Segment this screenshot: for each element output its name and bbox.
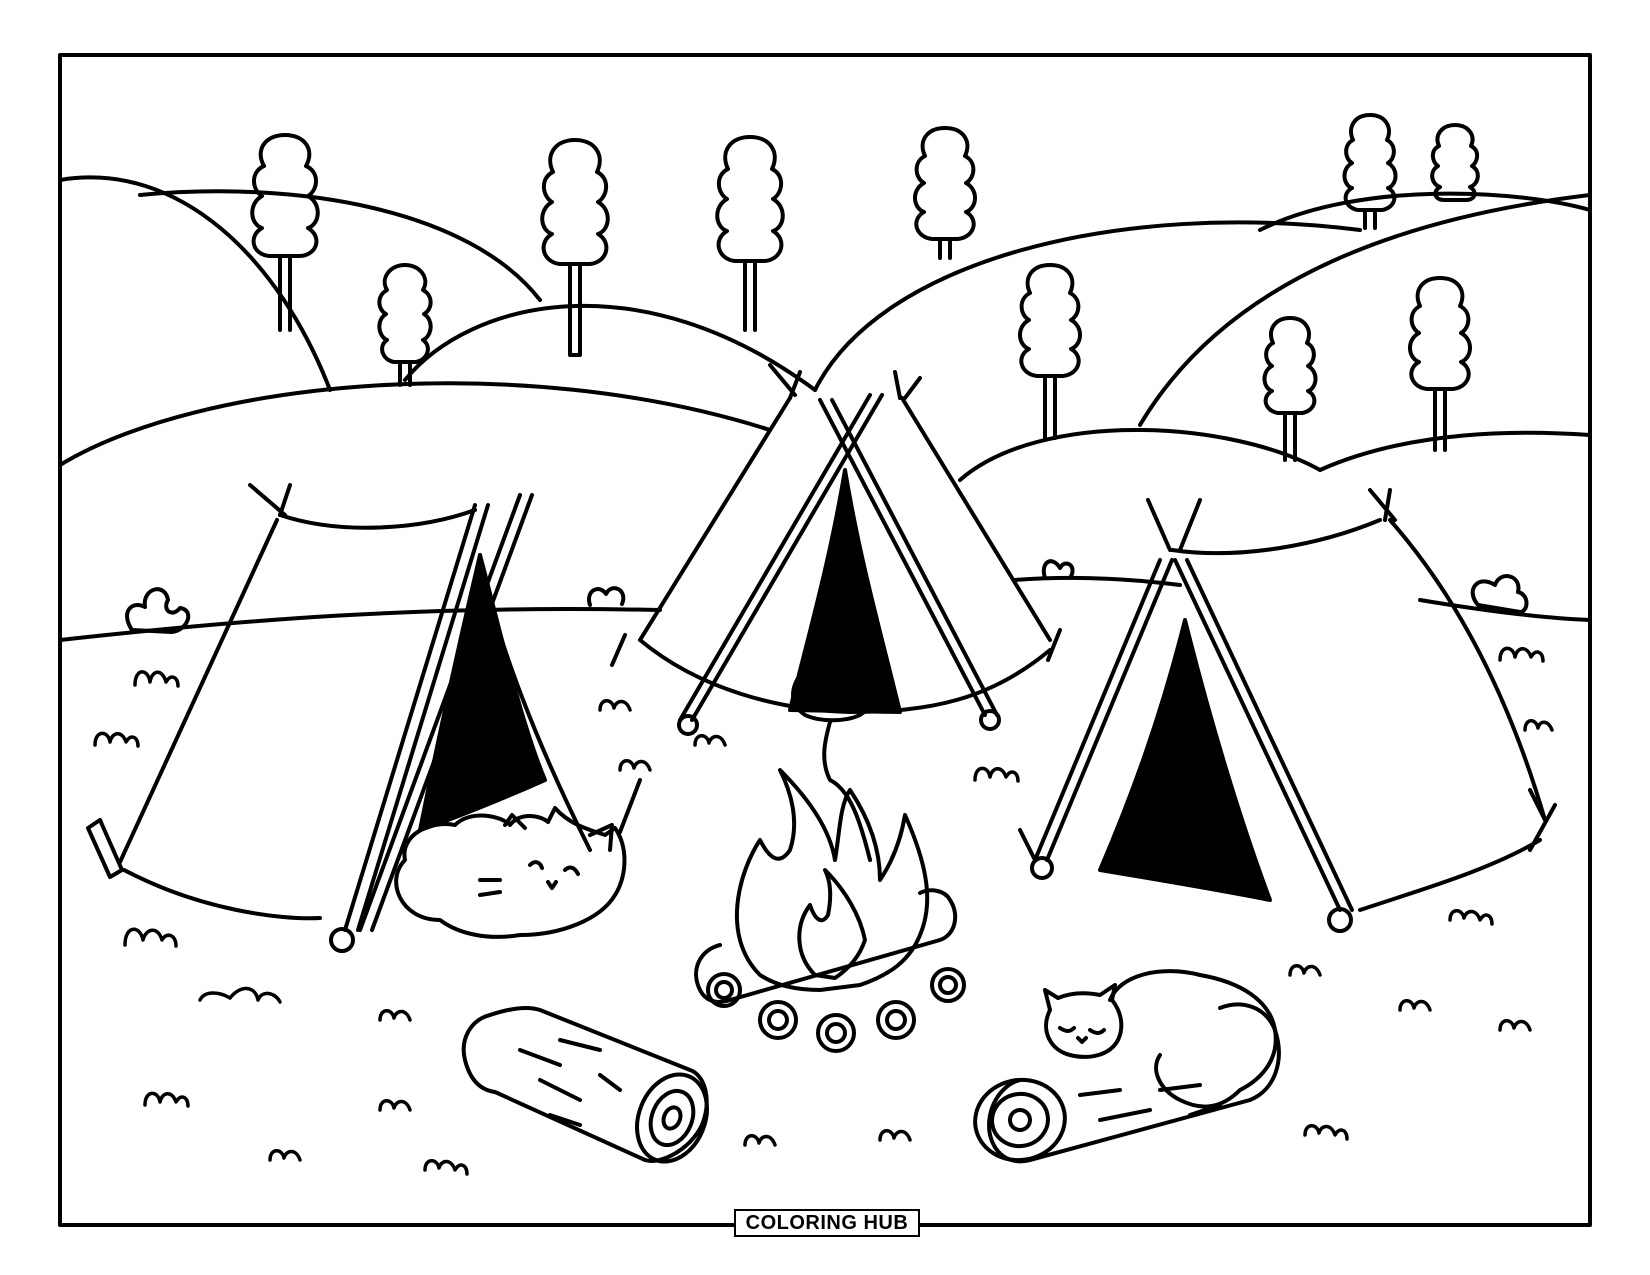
hill-front-left <box>60 381 772 467</box>
pine-tree-icon <box>540 138 610 357</box>
hill-front-far-right <box>1318 430 1590 472</box>
hill-center-right <box>813 220 1362 392</box>
hill-right <box>1138 193 1590 427</box>
pine-tree-icon <box>250 133 320 332</box>
meadow-line-middle <box>1013 575 1182 587</box>
bush-icon <box>125 587 191 634</box>
meadow-line-left <box>60 607 662 642</box>
tent-icon <box>1018 488 1557 933</box>
tent-icon <box>86 483 642 953</box>
campfire-icon <box>694 768 966 1053</box>
pine-tree-icon <box>1408 276 1472 452</box>
meadow-line-right <box>1418 598 1590 622</box>
hill-front-right <box>958 428 1322 482</box>
pine-tree-icon <box>913 126 977 260</box>
pine-tree-icon <box>1342 113 1398 230</box>
pine-tree-icon <box>715 135 785 332</box>
hill-left-ridge <box>138 189 542 302</box>
cat-icon <box>791 653 877 862</box>
pine-tree-icon <box>1018 263 1082 440</box>
pine-tree-icon <box>1430 123 1480 202</box>
brand-label: COLORING HUB <box>734 1209 920 1237</box>
pine-tree-icon <box>1262 316 1318 462</box>
bush-icon <box>1041 559 1075 580</box>
bush-icon <box>587 586 626 607</box>
tent-icon <box>610 363 1062 736</box>
log-icon <box>461 1005 709 1164</box>
cat-icon <box>1043 969 1278 1109</box>
bush-icon <box>1470 574 1529 614</box>
grass-tuft-icon <box>93 646 1554 1176</box>
log-icon <box>973 1002 1281 1164</box>
hill-far-left <box>60 175 332 392</box>
pine-tree-icon <box>377 263 433 387</box>
cat-icon <box>394 806 627 939</box>
